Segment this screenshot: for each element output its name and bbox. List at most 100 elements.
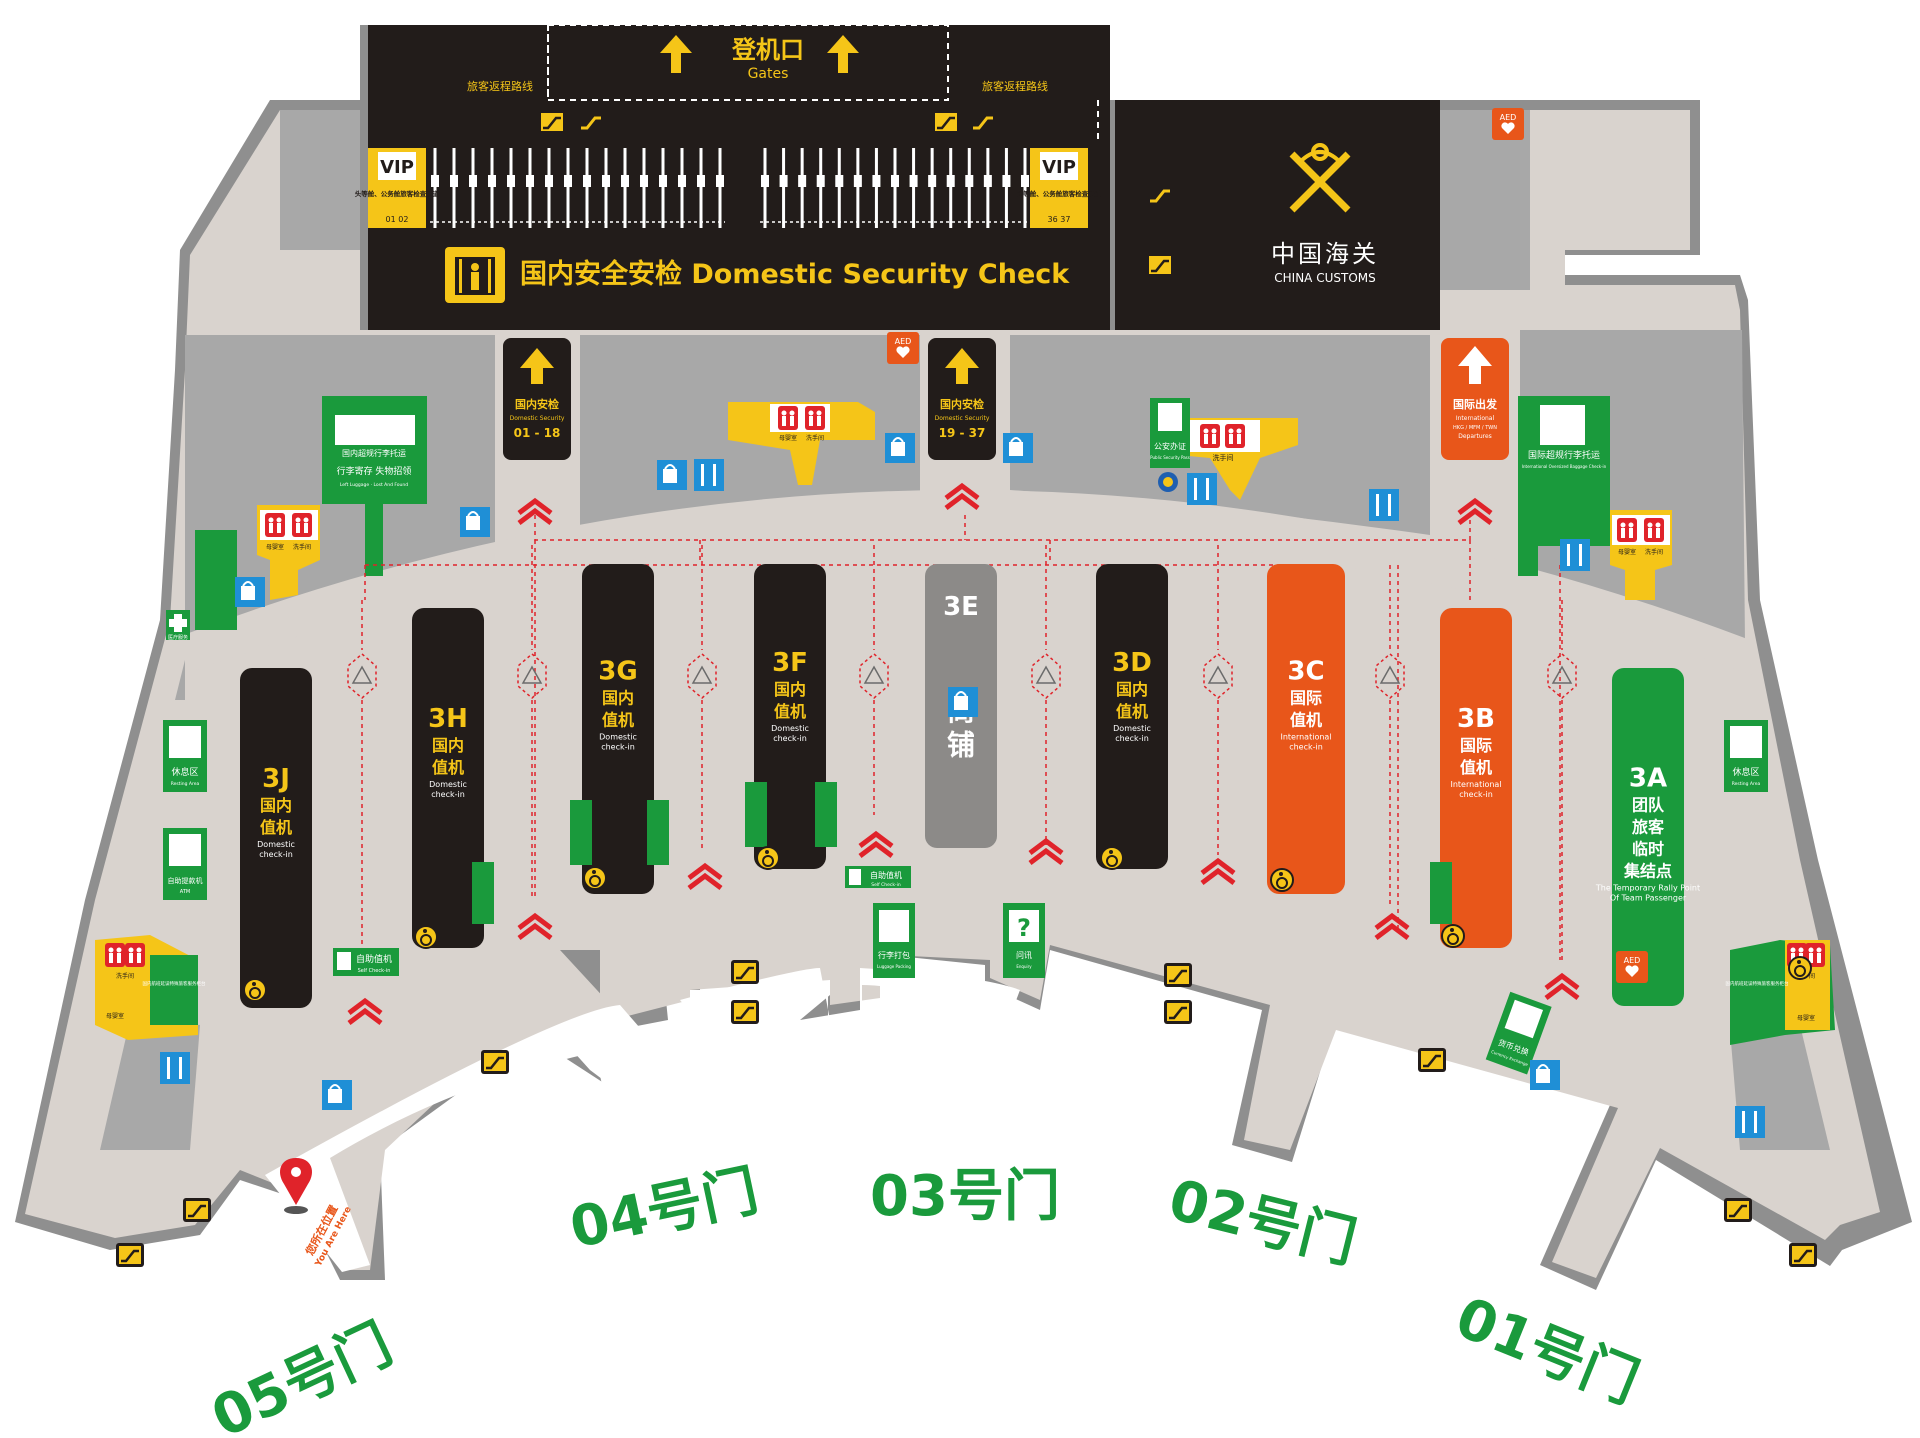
security-lane-scanner — [1021, 175, 1029, 187]
inquiry-sign[interactable]: ? 问讯 Enquiry — [1003, 903, 1045, 978]
escalator-icon-customs — [1144, 251, 1176, 279]
vip-lane-right[interactable]: VIP 头等舱、公务舱旅客检查通道 36 37 — [1017, 148, 1102, 228]
international-departures-sign[interactable]: 国际出发 International HKG / MFM / TWN Depar… — [1441, 338, 1509, 460]
rest-area-sign-right[interactable]: 休息区 Resting Area — [1724, 720, 1768, 792]
svg-text:公安办证: 公安办证 — [1154, 441, 1186, 451]
atm-sign[interactable]: 自助提款机 ATM — [163, 828, 207, 900]
counter-body — [1267, 564, 1345, 894]
gates-up-arrow-right — [827, 35, 859, 73]
security-lane — [452, 148, 456, 228]
toilet-block-right[interactable]: 母婴室 洗手间 — [1610, 510, 1672, 600]
counter-id: 3B — [1457, 704, 1495, 734]
svg-text:自助值机: 自助值机 — [870, 870, 902, 880]
shop-icon-3 — [1002, 432, 1034, 464]
security-lane-scanner — [816, 175, 825, 187]
security-lane-scanner — [716, 175, 724, 187]
oversize-baggage-intl[interactable]: 国际超规行李托运 International Oversized Baggage… — [1518, 396, 1610, 576]
counter-id: 3C — [1287, 657, 1324, 687]
counter-en-2: check-in — [259, 850, 293, 859]
escalator-icon-7 — [1162, 998, 1194, 1026]
counter-cn-1: 国际 — [1460, 736, 1492, 755]
counter-en-2: check-in — [1289, 743, 1323, 752]
counter-id: 3E — [943, 592, 979, 622]
aed-icon-3a: AED — [1616, 951, 1648, 983]
security-gate-19-37[interactable]: 国内安检 Domestic Security 19 - 37 — [928, 338, 996, 460]
upper-left-block — [280, 110, 360, 250]
customs-label-cn: 中国海关 — [1271, 240, 1379, 268]
security-lane — [471, 148, 475, 228]
wheelchair-icon-1 — [243, 978, 267, 1002]
counter-cn-4: 集结点 — [1623, 861, 1672, 880]
self-checkin-kiosk-2[interactable]: 自助值机 Self Check-in — [845, 866, 911, 888]
gate-05-label[interactable]: 05号门 — [202, 1312, 402, 1438]
escalator-icon-9 — [1722, 1196, 1754, 1224]
restaurant-icon-4 — [1560, 539, 1590, 571]
toilet-block-left[interactable]: 母婴室 洗手间 — [257, 505, 320, 600]
security-lane — [967, 148, 971, 228]
security-lane-scanner — [621, 175, 629, 187]
restaurant-icon-3 — [1369, 489, 1399, 521]
security-lane — [642, 148, 646, 228]
security-lane-scanner — [583, 175, 591, 187]
counter-cn-2: 值机 — [1290, 711, 1322, 730]
counter-en-1: International — [1280, 733, 1331, 742]
special-service-counter-right[interactable]: 洗手间 国内航班延误特殊旅客服务柜台 母婴室 — [1726, 940, 1836, 1045]
svg-text:问讯: 问讯 — [1016, 951, 1032, 960]
restaurant-icon-2 — [1187, 473, 1217, 505]
vip-left-label: VIP — [380, 157, 414, 178]
medical-service-sign[interactable]: 医疗服务 — [166, 610, 190, 641]
currency-exchange-sign[interactable]: 货币兑换 Currency Exchange — [1485, 991, 1552, 1075]
svg-text:?: ? — [1017, 914, 1031, 942]
you-are-here-marker — [280, 1158, 312, 1214]
gate-01-label[interactable]: 01号门 — [1447, 1285, 1647, 1416]
counter-en-1: International — [1450, 780, 1501, 789]
escalator-icon-1 — [114, 1241, 146, 1269]
security-lane-scanner — [697, 175, 705, 187]
toilet-block-center-right[interactable]: 洗手间 — [1178, 418, 1298, 500]
security-gate-01-18[interactable]: 国内安检 Domestic Security 01 - 18 — [503, 338, 571, 460]
security-lane — [661, 148, 665, 228]
security-lane — [490, 148, 494, 228]
self-checkin-kiosk-1[interactable]: 自助值机 Self Check-in — [333, 948, 399, 976]
medical-label: 医疗服务 — [168, 634, 188, 641]
vip-lane-left[interactable]: VIP 头等舱、公务舱旅客检查通道 01 02 — [355, 148, 440, 228]
escalator-icon-header-1 — [536, 108, 568, 136]
escalator-icon-10 — [1787, 1241, 1819, 1269]
toilet-block-center-left[interactable]: 母婴室 洗手间 — [728, 402, 875, 485]
counter-id: 3J — [262, 764, 290, 794]
counter-id: 3H — [428, 704, 468, 734]
counter-en-2: check-in — [601, 743, 635, 752]
customs-panel — [1142, 100, 1440, 330]
security-lane-scanner — [983, 175, 992, 187]
security-lane-scanner — [761, 175, 769, 187]
police-pass-sign[interactable]: 公安办证 Public Security Pass — [1150, 398, 1190, 492]
luggage-packing-sign[interactable]: 行李打包 Luggage Packing — [873, 903, 915, 978]
security-lane — [856, 148, 860, 228]
rest-area-sign-left[interactable]: 休息区 Resting Area — [163, 720, 207, 792]
counter-id: 3A — [1629, 763, 1667, 793]
security-lane-scanner — [602, 175, 610, 187]
security-lane — [893, 148, 897, 228]
oversize-baggage-domestic[interactable]: 国内超规行李托运 行李寄存 失物招领 Left Luggage · Lost A… — [322, 396, 427, 576]
escalator-icon-5 — [729, 998, 761, 1026]
counter-cn-1: 国际 — [1290, 689, 1322, 708]
gate-03-label[interactable]: 03号门 — [870, 1164, 1060, 1229]
route-lines-vertical — [361, 545, 1563, 960]
security-lane-scanner — [640, 175, 648, 187]
self-checkin-vertical-group[interactable] — [472, 782, 1452, 924]
special-service-counter-left[interactable]: 洗手间 国内航班延误特殊旅客服务柜台 母婴室 — [95, 935, 206, 1040]
gate-02-label[interactable]: 02号门 — [1162, 1168, 1362, 1277]
counter-cn-2: 值机 — [774, 702, 806, 721]
svg-text:Luggage Packing: Luggage Packing — [877, 964, 911, 969]
security-lane — [1004, 148, 1008, 228]
security-lane — [763, 148, 767, 228]
counter-body — [754, 564, 826, 869]
